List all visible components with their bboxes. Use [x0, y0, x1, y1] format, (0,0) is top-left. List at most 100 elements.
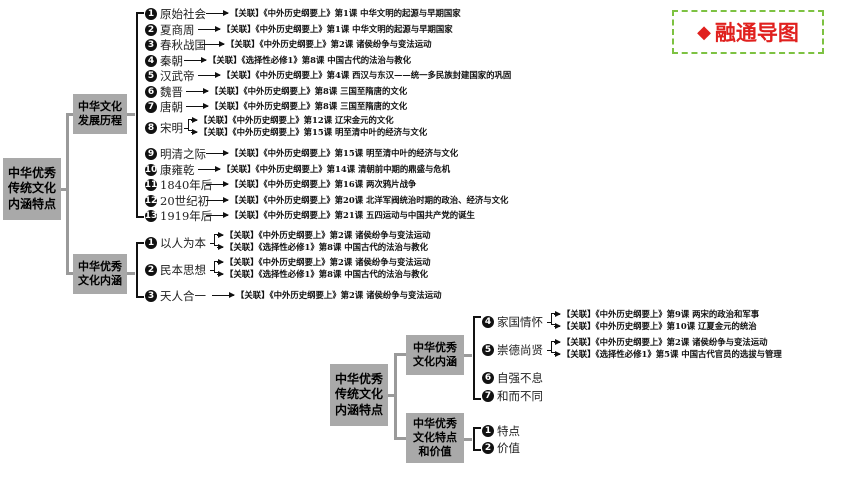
- arrow-icon: [210, 243, 214, 244]
- reference-list: 【关联】《中外历史纲要上》第15课 明至清中叶的经济与文化: [204, 148, 458, 159]
- number-badge: 11: [144, 179, 158, 191]
- connotation-brace: [136, 242, 144, 298]
- reference-list: 【关联】《中外历史纲要上》第2课 诸侯纷争与变法运动: [200, 39, 432, 50]
- section-badge: ◆ 融通导图: [672, 10, 824, 54]
- reference-text: 【关联】《中外历史纲要上》第16课 两次鸦片战争: [230, 179, 417, 189]
- reference-row: 【关联】《中外历史纲要上》第2课 诸侯纷争与变法运动: [552, 337, 782, 348]
- arrow-icon: [202, 41, 225, 47]
- reference-row: 【关联】《中外历史纲要上》第9课 两宋的政治和军事: [552, 309, 759, 320]
- reference-text: 【关联】《中外历史纲要上》第9课 两宋的政治和军事: [562, 309, 760, 319]
- number-badge: 4: [145, 55, 157, 67]
- reference-list: 【关联】《中外历史纲要上》第20课 北洋军阀统治时期的政治、经济与文化: [204, 195, 508, 206]
- item-label: 明清之际: [160, 147, 206, 161]
- bottom-values-brace: [473, 427, 481, 451]
- reference-text: 【关联】《选择性必修1》第8课 中国古代的法治与教化: [225, 242, 428, 252]
- arrow-icon: [210, 270, 214, 271]
- arrow-icon: [186, 103, 209, 109]
- arrow-icon: [217, 232, 224, 238]
- item-label: 春秋战国: [160, 38, 206, 52]
- number-badge: 2: [145, 264, 157, 276]
- reference-text: 【关联】《中外历史纲要上》第15课 明至清中叶的经济与文化: [199, 127, 428, 137]
- arrow-icon: [217, 244, 224, 250]
- arrow-icon: [198, 72, 221, 78]
- badge-title: 融通导图: [714, 21, 799, 45]
- reference-row: 【关联】《中外历史纲要上》第20课 北洋军阀统治时期的政治、经济与文化: [204, 195, 508, 206]
- reference-text: 【关联】《中外历史纲要上》第2课 诸侯纷争与变法运动: [225, 230, 431, 240]
- ref-brace: [551, 341, 555, 353]
- reference-text: 【关联】《中外历史纲要上》第4课 西汉与东汉——统一多民族封建国家的巩固: [222, 70, 512, 80]
- top-branch2-connector: [66, 272, 74, 275]
- reference-row: 【关联】《中外历史纲要上》第15课 明至清中叶的经济与文化: [189, 127, 427, 138]
- arrow-icon: [184, 128, 188, 129]
- reference-row: 【关联】《中外历史纲要上》第1课 中华文明的起源与早期国家: [196, 24, 453, 35]
- reference-list: 【关联】《中外历史纲要上》第16课 两次鸦片战争: [204, 179, 416, 190]
- reference-row: 【关联】《选择性必修1》第8课 中国古代的法治与教化: [215, 242, 431, 253]
- arrow-icon: [186, 88, 209, 94]
- history-brace-connector: [127, 113, 135, 116]
- reference-row: 【关联】《中外历史纲要上》第14课 清朝前中期的鼎盛与危机: [196, 164, 450, 175]
- number-badge: 7: [145, 101, 157, 113]
- arrow-icon: [554, 339, 561, 345]
- item-label: 自强不息: [497, 371, 543, 385]
- reference-list: 【关联】《中外历史纲要上》第1课 中华文明的起源与早期国家: [196, 24, 453, 35]
- reference-list: 【关联】《中外历史纲要上》第2课 诸侯纷争与变法运动【关联】《选择性必修1》第5…: [552, 337, 782, 360]
- reference-list: 【关联】《中外历史纲要上》第14课 清朝前中期的鼎盛与危机: [196, 164, 450, 175]
- number-badge: 2: [145, 24, 157, 36]
- reference-list: 【关联】《中外历史纲要上》第1课 中华文明的起源与早期国家: [204, 8, 461, 19]
- history-brace: [136, 12, 144, 218]
- arrow-icon: [191, 117, 198, 123]
- reference-list: 【关联】《中外历史纲要上》第21课 五四运动与中国共产党的诞生: [204, 210, 475, 221]
- reference-text: 【关联】《选择性必修1》第8课 中国古代的法治与教化: [208, 55, 411, 65]
- arrow-icon: [206, 212, 229, 218]
- reference-text: 【关联】《中外历史纲要上》第2课 诸侯纷争与变法运动: [226, 39, 432, 49]
- bottom-branch2-connector: [394, 437, 406, 440]
- arrow-icon: [554, 311, 561, 317]
- reference-row: 【关联】《中外历史纲要上》第21课 五四运动与中国共产党的诞生: [204, 210, 475, 221]
- reference-row: 【关联】《中外历史纲要上》第2课 诸侯纷争与变法运动: [200, 39, 432, 50]
- reference-row: 【关联】《中外历史纲要上》第16课 两次鸦片战争: [204, 179, 416, 190]
- arrow-icon: [554, 323, 561, 329]
- item-label: 1919年后: [160, 209, 213, 223]
- reference-row: 【关联】《中外历史纲要上》第1课 中华文明的起源与早期国家: [204, 8, 461, 19]
- top-root-box: 中华优秀 传统文化 内涵特点: [3, 158, 61, 220]
- top-root-connector: [61, 188, 69, 191]
- item-label: 价值: [497, 441, 520, 455]
- number-badge: 3: [145, 290, 157, 302]
- reference-row: 【关联】《中外历史纲要上》第2课 诸侯纷争与变法运动: [210, 290, 442, 301]
- reference-text: 【关联】《中外历史纲要上》第20课 北洋军阀统治时期的政治、经济与文化: [230, 195, 509, 205]
- number-badge: 13: [144, 210, 158, 222]
- item-label: 和而不同: [497, 389, 543, 403]
- number-badge: 5: [145, 70, 157, 82]
- ref-brace: [551, 313, 555, 325]
- item-label: 20世纪初: [160, 194, 210, 208]
- arrow-icon: [206, 197, 229, 203]
- item-label: 特点: [497, 424, 520, 438]
- reference-row: 【关联】《选择性必修1》第5课 中国古代官员的选拔与管理: [552, 349, 782, 360]
- reference-row: 【关联】《中外历史纲要上》第4课 西汉与东汉——统一多民族封建国家的巩固: [196, 70, 511, 81]
- item-label: 1840年后: [160, 178, 213, 192]
- number-badge: 6: [145, 86, 157, 98]
- reference-list: 【关联】《中外历史纲要上》第2课 诸侯纷争与变法运动: [210, 290, 442, 301]
- bottom-root-spine: [394, 353, 397, 439]
- arrow-icon: [206, 181, 229, 187]
- ref-brace: [214, 261, 218, 273]
- reference-row: 【关联】《中外历史纲要上》第8课 三国至隋唐的文化: [184, 86, 407, 97]
- number-badge: 8: [145, 122, 157, 134]
- bottom-values-brace-connector: [464, 438, 472, 441]
- reference-list: 【关联】《中外历史纲要上》第12课 辽宋金元的文化【关联】《中外历史纲要上》第1…: [189, 115, 427, 138]
- reference-text: 【关联】《中外历史纲要上》第10课 辽夏金元的统治: [562, 321, 757, 331]
- diamond-icon: ◆: [697, 21, 711, 43]
- bottom-branch-values-box: 中华优秀 文化特点 和价值: [406, 413, 464, 463]
- reference-text: 【关联】《中外历史纲要上》第14课 清朝前中期的鼎盛与危机: [222, 164, 451, 174]
- arrow-icon: [184, 57, 207, 63]
- item-label: 宋明: [160, 121, 183, 135]
- item-label: 民本思想: [160, 263, 206, 277]
